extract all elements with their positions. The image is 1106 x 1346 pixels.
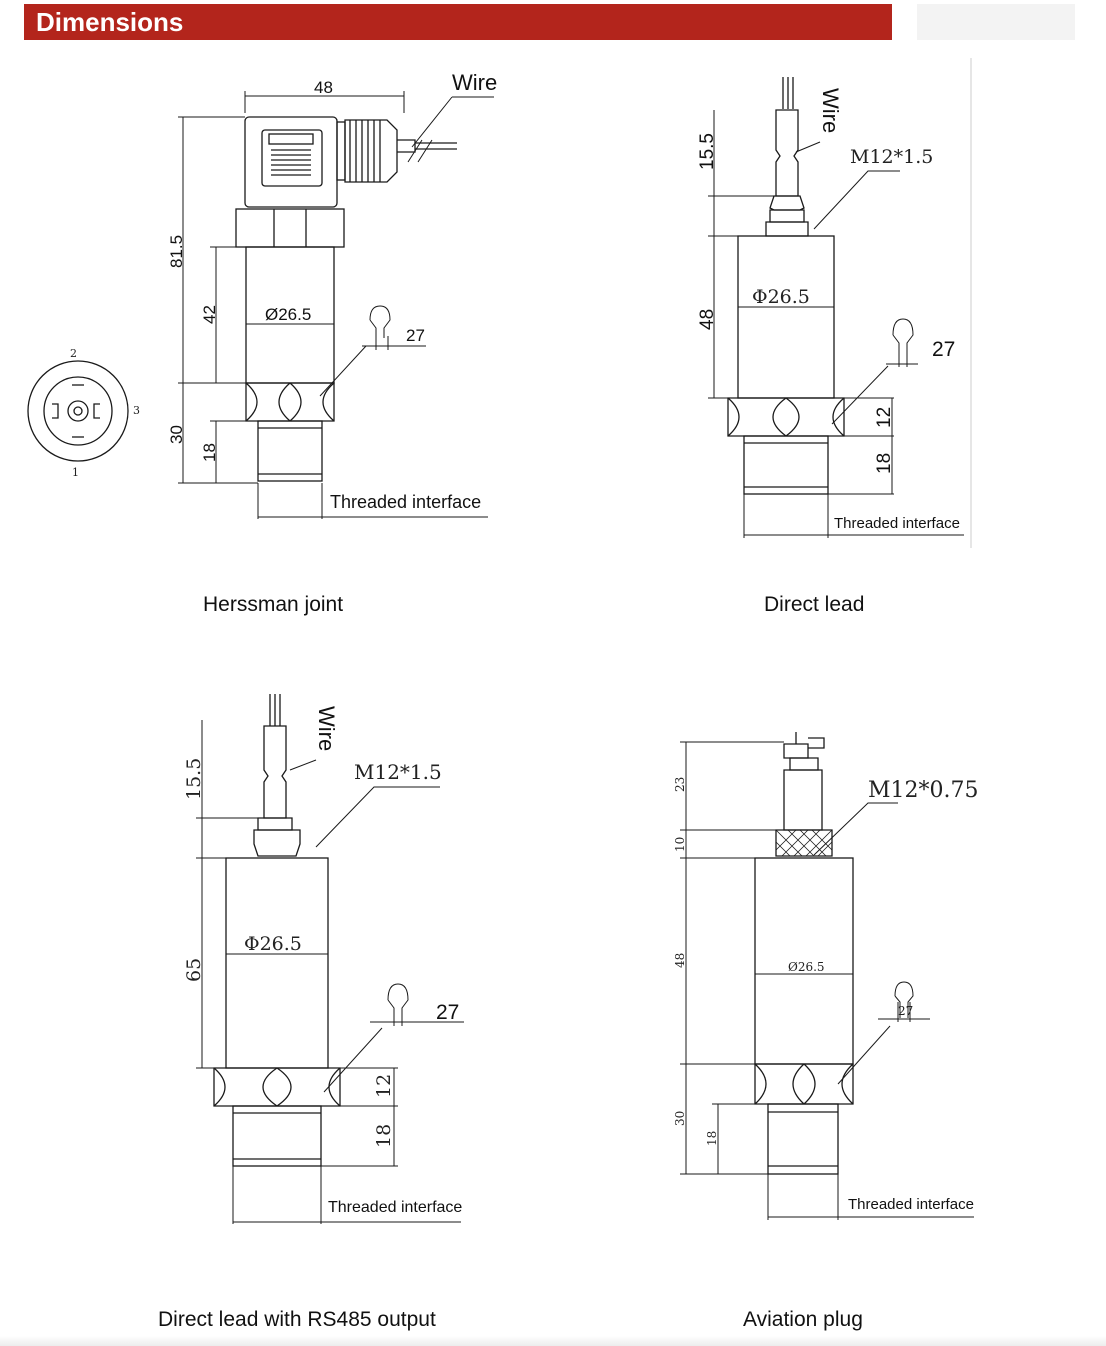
- page-title: Dimensions: [36, 7, 184, 37]
- header-bar: Dimensions: [24, 4, 892, 40]
- wrench-label: 27: [436, 1001, 459, 1024]
- body-length-label: 42: [200, 305, 219, 324]
- diameter-label: Φ26.5: [244, 933, 302, 955]
- diameter-label: Φ26.5: [752, 286, 810, 308]
- connector-length-label: 23: [673, 777, 687, 792]
- lower-length-label: 30: [673, 1111, 687, 1126]
- bottom-fade: [0, 1336, 1106, 1346]
- header-aux-panel: [917, 4, 1075, 40]
- knurl-length-label: 10: [673, 837, 687, 852]
- lower-length-label: 30: [167, 425, 186, 444]
- lead-cable: [775, 109, 799, 197]
- threaded-end: [767, 1103, 839, 1175]
- pin-3-label: 3: [133, 404, 140, 417]
- drawing-direct-lead: Wire 15.5 M12*1.5 48 Φ26.5 27 12 18 Thre…: [697, 58, 972, 548]
- wire-label: Wire: [452, 70, 497, 95]
- thread-spec-label: M12*0.75: [868, 778, 979, 803]
- wire-label: Wire: [314, 706, 339, 751]
- hex-nut-top: [235, 208, 345, 248]
- pin-end-view: 2 3 1: [27, 347, 140, 479]
- diameter-label: Ø26.5: [265, 305, 311, 324]
- wire-label: Wire: [818, 88, 843, 133]
- cable-length-label: 15.5: [183, 758, 205, 800]
- thread-spec-label: M12*1.5: [354, 760, 442, 784]
- threaded-end: [257, 420, 323, 482]
- drawing-aviation-plug: 23 10 48 30 18 M12*0.75 Ø26.5 27 Threade…: [673, 732, 979, 1220]
- wrench-label: 27: [406, 326, 425, 345]
- knurled-ring: [775, 829, 833, 857]
- body-length-label: 48: [697, 309, 718, 330]
- drawing-herssman-joint: 2 3 1 48 Wire 81.5 42: [27, 70, 497, 519]
- diameter-label: Ø26.5: [788, 960, 825, 974]
- plug-top: [783, 732, 825, 759]
- hex-height-label: 12: [874, 407, 895, 428]
- pin-1-label: 1: [72, 466, 79, 479]
- interface-label: Threaded interface: [834, 515, 960, 532]
- caption-aviation-plug: Aviation plug: [743, 1308, 863, 1331]
- body-length-label: 65: [183, 958, 205, 982]
- pin-2-label: 2: [70, 347, 77, 360]
- body-length-label: 48: [673, 953, 687, 968]
- caption-herssman-joint: Herssman joint: [203, 593, 344, 616]
- hex-nut-bottom: [245, 382, 335, 422]
- hex-nut: [727, 397, 845, 437]
- hex-nut: [213, 1067, 341, 1107]
- width-label: 48: [314, 78, 333, 97]
- caption-direct-lead-rs485: Direct lead with RS485 output: [158, 1308, 436, 1331]
- cable-length-label: 15.5: [697, 133, 718, 170]
- thread-spec-label: M12*1.5: [850, 146, 933, 168]
- total-height-label: 81.5: [167, 235, 186, 268]
- threaded-end: [232, 1105, 322, 1167]
- interface-label: Threaded interface: [328, 1199, 462, 1216]
- cable-gland: [344, 119, 398, 183]
- drawing-direct-lead-rs485: Wire 15.5 M12*1.5 65 Φ26.5 27 12 18 Thre…: [183, 694, 464, 1224]
- cable-nut: [257, 817, 293, 831]
- threaded-end: [743, 435, 829, 495]
- thread-length-label: 18: [373, 1124, 395, 1148]
- plug-body: [783, 769, 823, 831]
- caption-direct-lead: Direct lead: [764, 593, 865, 616]
- interface-label: Threaded interface: [848, 1196, 974, 1213]
- cable-nut: [769, 209, 805, 223]
- thread-length-label: 18: [705, 1131, 719, 1146]
- sensor-body: [737, 235, 835, 399]
- sensor-body: [225, 857, 329, 1069]
- lead-cable: [263, 725, 287, 819]
- interface-label: Threaded interface: [330, 492, 481, 512]
- wrench-label: 27: [932, 338, 955, 361]
- hex-height-label: 12: [373, 1074, 395, 1098]
- wrench-label: 27: [898, 1004, 913, 1018]
- thread-length-label: 18: [200, 443, 219, 462]
- thread-length-label: 18: [874, 453, 895, 474]
